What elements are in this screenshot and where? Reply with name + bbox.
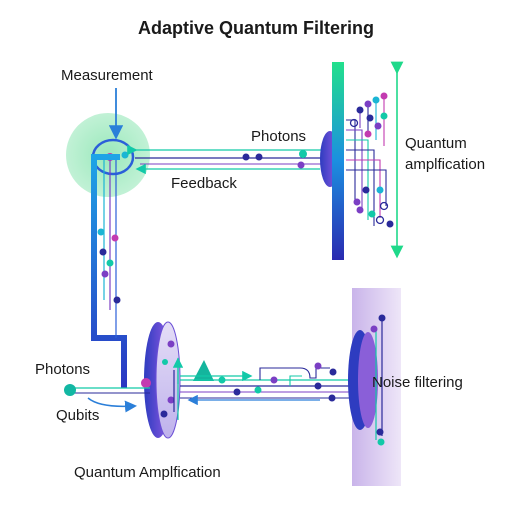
diagram-title: Adaptive Quantum Filtering bbox=[137, 18, 374, 38]
photon-particle bbox=[297, 161, 305, 169]
photon-particle bbox=[299, 150, 307, 158]
noise-particle bbox=[377, 438, 385, 446]
channel-particle bbox=[270, 376, 278, 384]
qubits-label: Qubits bbox=[56, 407, 100, 424]
noise-particle bbox=[378, 314, 386, 322]
amp-particle bbox=[162, 359, 168, 365]
channel-particle bbox=[328, 394, 336, 402]
amp-particle bbox=[376, 186, 384, 194]
quantum-amplification-right-line1: Quantum bbox=[405, 135, 467, 152]
amp-particle bbox=[366, 114, 374, 122]
quantum-amplification-right-line2: amplfication bbox=[405, 156, 486, 173]
photon-particle bbox=[242, 153, 250, 161]
amp-particle bbox=[362, 186, 370, 194]
channel-particle bbox=[329, 368, 337, 376]
channel-particle bbox=[233, 388, 241, 396]
amp-core bbox=[141, 378, 151, 388]
noise-filtering-label: Noise filtering bbox=[372, 374, 463, 391]
channel-particle bbox=[218, 376, 226, 384]
quantum-amplification-bottom-label: Quantum Amplfication bbox=[74, 464, 221, 481]
photons-top-label: Photons bbox=[251, 128, 307, 145]
bottom-amplifier-disk-face bbox=[155, 321, 181, 439]
noise-particle bbox=[370, 325, 378, 333]
channel-particle bbox=[314, 382, 322, 390]
pipe-particle bbox=[113, 296, 121, 304]
channel-particle bbox=[314, 362, 322, 370]
amp-particle bbox=[374, 122, 382, 130]
channel-particle bbox=[254, 386, 262, 394]
amp-particle bbox=[356, 106, 364, 114]
pipe-particle bbox=[101, 270, 109, 278]
amp-particle bbox=[353, 198, 361, 206]
filter-prism bbox=[193, 360, 214, 381]
qubits-arrow bbox=[87, 397, 137, 413]
amp-particle bbox=[380, 112, 388, 120]
photon-particle bbox=[255, 153, 263, 161]
measurement-label: Measurement bbox=[61, 67, 153, 84]
input-photon bbox=[64, 384, 76, 396]
amp-particle bbox=[167, 340, 175, 348]
pipe-particle bbox=[106, 259, 114, 267]
right-amplifier-panel bbox=[332, 62, 344, 260]
amplification-wires bbox=[346, 96, 387, 226]
amp-particle bbox=[368, 210, 376, 218]
amp-particle bbox=[160, 410, 168, 418]
amp-particle bbox=[375, 215, 385, 225]
feedback-label: Feedback bbox=[171, 175, 237, 192]
noise-filter-disk-face bbox=[358, 332, 378, 428]
amp-particle bbox=[167, 396, 175, 404]
pipe-particle bbox=[111, 234, 119, 242]
amp-particle bbox=[379, 201, 389, 211]
amp-particle bbox=[364, 130, 372, 138]
amp-particle bbox=[372, 96, 380, 104]
quantum-amplification-right-label: Quantum amplfication bbox=[405, 133, 485, 175]
pipe-particle bbox=[99, 248, 107, 256]
amp-particle bbox=[349, 118, 359, 128]
amp-particle bbox=[356, 206, 364, 214]
bottom-channel-loop bbox=[289, 375, 302, 386]
noise-particle bbox=[376, 428, 384, 436]
bottom-channel-loop bbox=[259, 367, 330, 380]
photons-left-label: Photons bbox=[35, 361, 91, 378]
amp-particle bbox=[386, 220, 394, 228]
amp-particle bbox=[380, 92, 388, 100]
detector-particle bbox=[121, 151, 129, 159]
amp-particle bbox=[364, 100, 372, 108]
pipe-particle bbox=[97, 228, 105, 236]
feedback-pipe bbox=[91, 154, 127, 388]
